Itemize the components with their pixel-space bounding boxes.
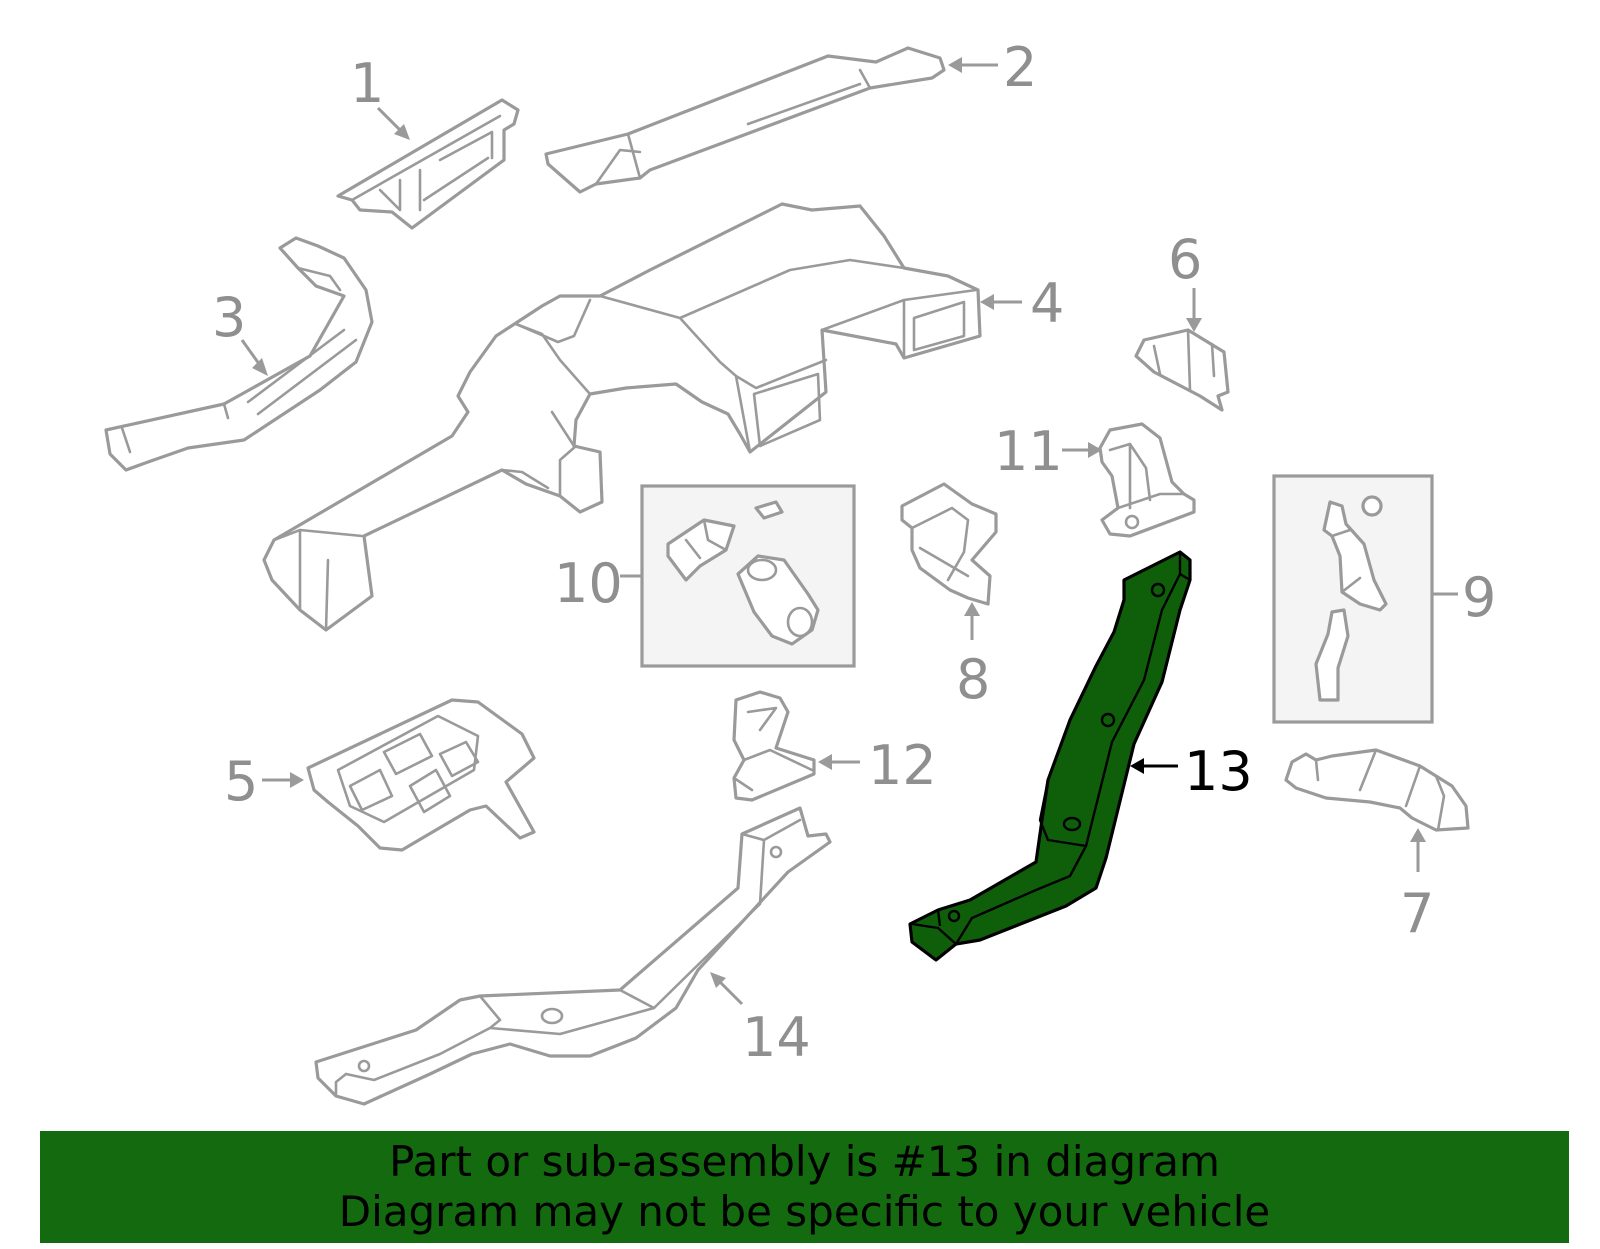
svg-text:9: 9 [1462, 566, 1496, 629]
svg-text:3: 3 [212, 286, 246, 349]
svg-text:10: 10 [554, 552, 623, 615]
callout-6: 6 [1168, 228, 1202, 332]
part-2-drawing [544, 46, 946, 194]
part-4-drawing [262, 202, 982, 632]
part-6-drawing [1134, 328, 1230, 412]
part-11-drawing [1098, 422, 1196, 538]
callout-7: 7 [1400, 828, 1434, 945]
callout-4: 4 [980, 272, 1064, 335]
svg-text:5: 5 [224, 750, 258, 813]
callout-11: 11 [994, 420, 1102, 483]
svg-text:6: 6 [1168, 228, 1202, 291]
callout-13: 13 [1130, 740, 1253, 803]
svg-text:2: 2 [1003, 36, 1037, 99]
callout-12: 12 [818, 734, 937, 797]
svg-text:8: 8 [956, 648, 990, 711]
callout-5: 5 [224, 750, 304, 813]
svg-text:4: 4 [1030, 272, 1064, 335]
part-13-highlighted [908, 550, 1192, 962]
part-14-drawing [314, 806, 832, 1106]
part-1-drawing [336, 98, 520, 230]
info-banner: Part or sub-assembly is #13 in diagram D… [40, 1131, 1569, 1243]
part-8-drawing [900, 482, 998, 606]
part-5-drawing [306, 698, 536, 852]
banner-line-1: Part or sub-assembly is #13 in diagram [389, 1137, 1220, 1186]
svg-text:7: 7 [1400, 882, 1434, 945]
callout-9: 9 [1432, 566, 1496, 629]
part-3-drawing [104, 236, 374, 472]
callout-14: 14 [710, 972, 811, 1069]
callout-2: 2 [948, 36, 1037, 99]
svg-text:14: 14 [742, 1006, 811, 1069]
callout-8: 8 [956, 602, 990, 711]
svg-text:12: 12 [868, 734, 937, 797]
part-10-box [640, 484, 856, 668]
part-9-box [1272, 474, 1434, 724]
callout-3: 3 [212, 286, 268, 376]
part-7-drawing [1284, 748, 1470, 832]
banner-line-2: Diagram may not be specific to your vehi… [338, 1187, 1271, 1236]
svg-text:13: 13 [1184, 740, 1253, 803]
svg-text:1: 1 [350, 52, 384, 115]
part-12-drawing [732, 690, 816, 802]
callout-1: 1 [350, 52, 410, 140]
callout-10: 10 [554, 552, 642, 615]
svg-text:11: 11 [994, 420, 1063, 483]
